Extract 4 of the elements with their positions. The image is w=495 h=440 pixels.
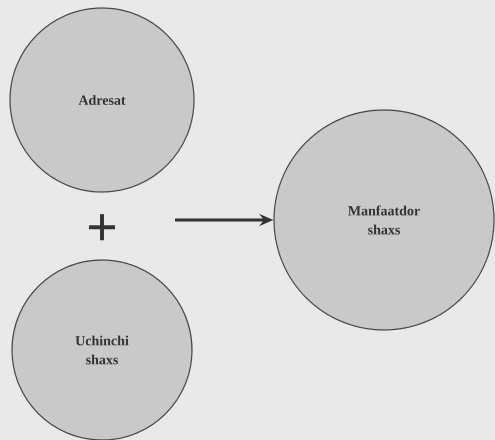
- circle-node: Manfaatdor shaxs: [273, 109, 495, 331]
- plus-sign: +: [89, 214, 116, 240]
- circle-node: Uchinchi shaxs: [11, 259, 193, 440]
- circle-node: Adresat: [9, 7, 195, 193]
